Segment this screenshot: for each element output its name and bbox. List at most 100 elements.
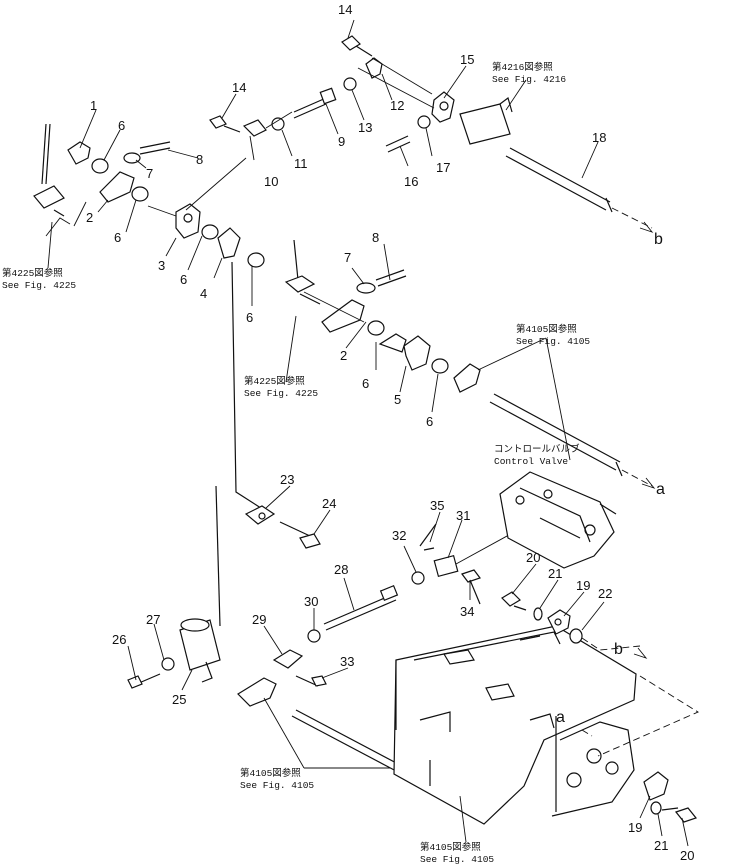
label-part-19: 19 xyxy=(576,578,590,593)
lever-2-left xyxy=(99,171,135,203)
label-part-4: 4 xyxy=(200,286,207,301)
ref-4105-upper-en: See Fig. 4105 xyxy=(516,336,590,347)
label-part-9: 9 xyxy=(338,134,345,149)
label-part-6: 6 xyxy=(180,272,187,287)
bolt-24 xyxy=(279,521,321,549)
lever-4 xyxy=(217,227,241,259)
ref-4105-lower-jp: 第4105図参照 xyxy=(240,767,301,779)
nut-13 xyxy=(343,77,357,91)
bolt-26 xyxy=(127,673,161,689)
rod-28 xyxy=(323,584,399,631)
clevis-23 xyxy=(244,505,276,525)
pin-35 xyxy=(419,523,437,551)
label-part-20: 20 xyxy=(526,550,540,565)
label-part-7: 7 xyxy=(146,166,153,181)
label-part-21: 21 xyxy=(654,838,668,853)
ref-4225-mid-en: See Fig. 4225 xyxy=(244,388,318,399)
label-part-17: 17 xyxy=(436,160,450,175)
label-part-8: 8 xyxy=(196,152,203,167)
label-part-2: 2 xyxy=(340,348,347,363)
label-part-18: 18 xyxy=(592,130,606,145)
label-part-2: 2 xyxy=(86,210,93,225)
ref-4225-mid-jp: 第4225図参照 xyxy=(244,375,305,387)
shaft-a-upper xyxy=(489,393,623,477)
label-part-16: 16 xyxy=(404,174,418,189)
label-part-1: 1 xyxy=(90,98,97,113)
connector-b-bottom: b xyxy=(614,641,623,658)
label-part-15: 15 xyxy=(460,52,474,67)
bolt-14-upper xyxy=(341,35,373,57)
bolt-20-lower xyxy=(661,807,698,823)
nut-27 xyxy=(161,657,175,671)
label-part-6: 6 xyxy=(426,414,433,429)
ref-4216-jp: 第4216図参照 xyxy=(492,61,553,73)
lever-3 xyxy=(175,203,201,239)
rod-left-4225 xyxy=(33,123,65,217)
label-part-10: 10 xyxy=(264,174,278,189)
shaft-a-lower xyxy=(291,709,403,773)
rod-mid-4225 xyxy=(284,239,321,305)
label-part-30: 30 xyxy=(304,594,318,609)
tube-18 xyxy=(459,96,613,213)
control-valve-jp: コントロールバルブ xyxy=(494,443,580,455)
bushing-6-right xyxy=(431,358,449,374)
label-part-3: 3 xyxy=(158,258,165,273)
label-part-23: 23 xyxy=(280,472,294,487)
connector-a-top: a xyxy=(656,481,665,498)
washer-21-upper xyxy=(533,607,543,621)
label-part-13: 13 xyxy=(358,120,372,135)
clevis-31 xyxy=(433,554,459,578)
label-part-34: 34 xyxy=(460,604,474,619)
label-part-11: 11 xyxy=(294,156,308,171)
connector-b-top: b xyxy=(654,231,663,248)
bolt-33 xyxy=(295,675,327,687)
label-part-35: 35 xyxy=(430,498,444,513)
label-part-6: 6 xyxy=(118,118,125,133)
collar-12 xyxy=(365,57,383,79)
ref-4105-bottom-jp: 第4105図参照 xyxy=(420,841,481,853)
bushing-6-center xyxy=(201,224,219,240)
ref-4105-bottom-en: See Fig. 4105 xyxy=(420,854,494,865)
lever-2-mid xyxy=(321,299,365,333)
bolt-20-upper xyxy=(501,591,527,611)
label-part-29: 29 xyxy=(252,612,266,627)
bushing-6-left xyxy=(131,186,149,202)
label-part-14: 14 xyxy=(232,80,246,95)
label-part-5: 5 xyxy=(394,392,401,407)
lever-15 xyxy=(431,91,455,123)
tube-25 xyxy=(179,618,221,683)
label-part-33: 33 xyxy=(340,654,354,669)
clevis-29 xyxy=(272,649,304,669)
label-part-21: 21 xyxy=(548,566,562,581)
bolt-16 xyxy=(385,135,411,153)
label-part-20: 20 xyxy=(680,848,694,863)
bolt-14-left xyxy=(209,115,241,133)
label-part-28: 28 xyxy=(334,562,348,577)
nut-17 xyxy=(417,115,431,129)
flange-19-lower xyxy=(643,771,669,801)
lever-5 xyxy=(403,335,431,371)
bushing-6-mid2 xyxy=(367,320,385,336)
control-valve-en: Control Valve xyxy=(494,456,568,467)
label-part-24: 24 xyxy=(322,496,336,511)
nut-32 xyxy=(411,571,425,585)
washer-22 xyxy=(569,628,583,644)
ref-4225-left-jp: 第4225図参照 xyxy=(2,267,63,279)
ref-4225-left-en: See Fig. 4225 xyxy=(2,280,76,291)
bushing-6-mid xyxy=(247,252,265,268)
nut-30 xyxy=(307,629,321,643)
label-part-26: 26 xyxy=(112,632,126,647)
label-part-6: 6 xyxy=(114,230,121,245)
bolt-8-mid xyxy=(375,269,407,287)
label-part-6: 6 xyxy=(246,310,253,325)
bushing-6-top xyxy=(91,158,109,174)
label-part-12: 12 xyxy=(390,98,404,113)
bolt-8 xyxy=(139,141,171,155)
washer-7-mid xyxy=(356,282,376,294)
frame-bracket xyxy=(393,625,637,825)
label-part-25: 25 xyxy=(172,692,186,707)
label-part-6: 6 xyxy=(362,376,369,391)
pin-34 xyxy=(461,569,481,605)
control-valve xyxy=(499,471,617,569)
